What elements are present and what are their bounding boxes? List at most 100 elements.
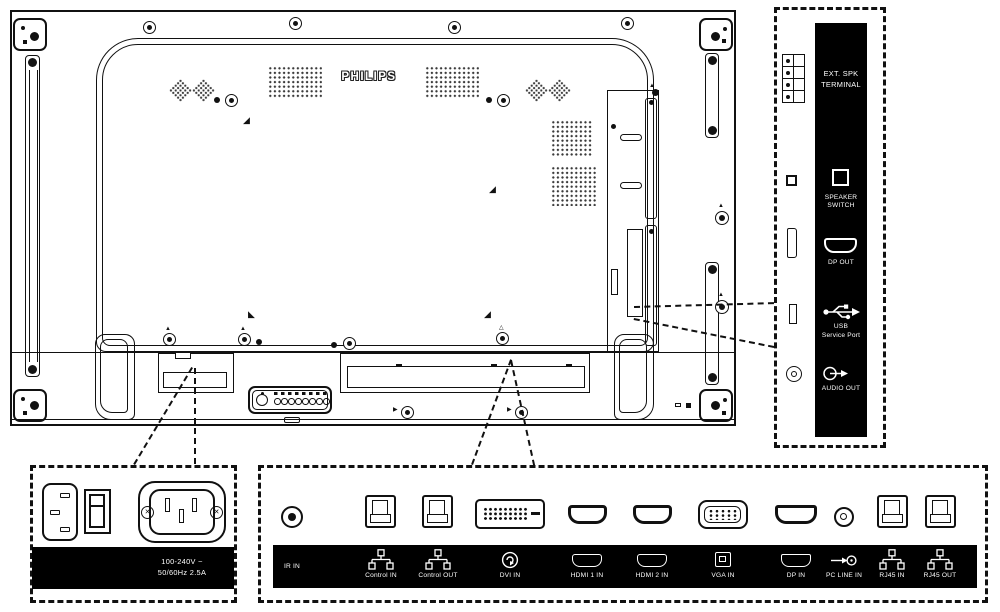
usb-service-port [789, 304, 797, 324]
port-label-pc-line-in: PC LINE IN [825, 572, 863, 579]
keypad-button-3 [288, 398, 295, 405]
speaker-switch-label-2: SWITCH [827, 202, 855, 209]
ext-spk-terminal-port [782, 54, 808, 106]
usb-label: USB [833, 323, 849, 330]
keypad-slot [284, 417, 300, 423]
power-rating-line2: 50/60Hz 2.5A [157, 568, 207, 577]
dp-in-icon [781, 554, 811, 567]
power-rating-plate: 100-240V ~ 50/60Hz 2.5A [32, 547, 234, 589]
vent-grid-side-1 [551, 120, 593, 156]
small-square-mark [686, 403, 691, 408]
philips-logo: PHILIPS [341, 71, 397, 83]
rj45-out-icon [927, 549, 953, 570]
keypad-button-1 [274, 398, 281, 405]
dp-out-label: DP OUT [828, 259, 854, 266]
control-out-icon [425, 549, 451, 570]
pc-line-in-icon [831, 553, 858, 568]
vent-grid-left [268, 66, 322, 99]
dp-out-port [787, 228, 797, 258]
vga-in-port [698, 500, 748, 529]
power-inlet-recess [158, 352, 234, 393]
keypad-button-icons [274, 392, 328, 395]
screw [496, 332, 509, 345]
screw [497, 94, 510, 107]
connector-recess [340, 353, 590, 393]
screw [238, 333, 251, 346]
ac-power-inlet: ✕ ✕ [138, 481, 226, 543]
speaker-switch-port [786, 175, 797, 186]
triangle-mark: ▶ [507, 407, 512, 413]
hdmi2-in-port [633, 505, 672, 524]
power-plug-connector [42, 483, 78, 541]
vent-grid-side-2 [551, 166, 597, 206]
stand-foot-left [95, 334, 135, 420]
vesa-mark: ◢ [243, 115, 250, 125]
side-io-module [607, 90, 659, 352]
control-in-icon [368, 549, 394, 570]
corner-bracket-top-left [13, 18, 47, 51]
triangle-mark: ▶ [393, 407, 398, 413]
audio-out-icon [821, 365, 849, 382]
triangle-mark: ▲ [649, 83, 655, 89]
hdmi1-in-port [568, 505, 607, 524]
right-handle-top [705, 53, 719, 138]
screw [225, 94, 238, 107]
keypad-button-4 [295, 398, 302, 405]
triangle-mark: ▲ [718, 292, 724, 298]
io-panel-strip [273, 545, 977, 588]
keypad-button-7 [316, 398, 323, 405]
hdmi2-in-icon [637, 554, 667, 567]
pc-line-in-jack [834, 507, 854, 527]
screw-dot [652, 89, 659, 96]
screw [289, 17, 302, 30]
dp-out-icon [824, 238, 857, 253]
port-label-dp-in: DP IN [786, 572, 806, 579]
keypad-power-knob [256, 392, 268, 406]
triangle-mark: △ [499, 325, 504, 331]
dvi-in-icon [501, 551, 519, 569]
triangle-mark: ▲ [165, 326, 171, 332]
screw [401, 406, 414, 419]
keypad-button-6 [309, 398, 316, 405]
port-label-control-out: Control OUT [418, 572, 458, 579]
vent-grid-right [425, 66, 479, 99]
keypad-button-5 [302, 398, 309, 405]
screw [515, 406, 528, 419]
main-power-switch [84, 489, 111, 534]
rj45-in-icon [879, 549, 905, 570]
vesa-mark: ◣ [248, 309, 255, 319]
vesa-mark: ◢ [484, 309, 491, 319]
audio-out-label: AUDIO OUT [821, 385, 861, 392]
corner-bracket-top-right [699, 18, 733, 51]
control-out-port [422, 495, 453, 528]
usb-label-2: Service Port [821, 332, 861, 339]
screw [621, 17, 634, 30]
rj45-in-port [877, 495, 908, 528]
port-label-hdmi2-in: HDMI 2 IN [635, 572, 669, 579]
stand-foot-right [614, 334, 654, 420]
display-bottom-strip-line [12, 352, 734, 353]
inner-panel-outline [96, 38, 654, 352]
vesa-mark: ◢ [489, 184, 496, 194]
screw [715, 211, 729, 225]
keypad-button-2 [281, 398, 288, 405]
corner-bracket-bottom-left [13, 389, 47, 422]
screw-dot [256, 339, 262, 345]
port-label-ir-in: IR IN [283, 563, 301, 570]
speaker-switch-icon [832, 169, 849, 186]
triangle-mark: ▲ [240, 326, 246, 332]
port-label-control-in: Control IN [365, 572, 397, 579]
port-label-dvi-in: DVI IN [499, 572, 521, 579]
rj45-out-port [925, 495, 956, 528]
leader-power-right [194, 368, 196, 464]
speaker-switch-label: SPEAKER [824, 194, 858, 201]
ext-spk-terminal-label-2: TERMINAL [821, 80, 861, 89]
screw [448, 21, 461, 34]
screw [715, 300, 729, 314]
display-bottom-edge-line [12, 419, 734, 420]
ir-in-jack [281, 506, 303, 528]
vga-in-icon [715, 552, 731, 567]
hdmi1-in-icon [572, 554, 602, 567]
side-panel-strip [815, 23, 867, 437]
small-square-mark [675, 403, 681, 407]
